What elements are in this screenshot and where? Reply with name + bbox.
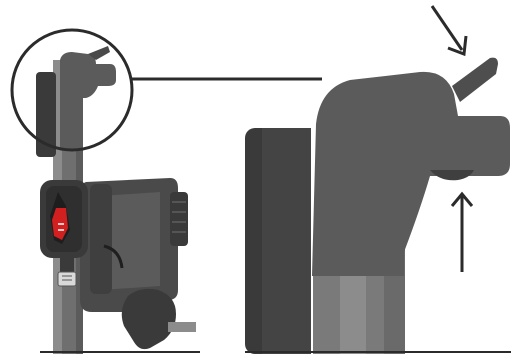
callout-circle <box>10 28 134 152</box>
mount-head-spike <box>452 57 498 102</box>
mount-head-spike-small <box>88 46 110 60</box>
spring <box>103 244 124 269</box>
arrow-down-diagonal <box>430 5 468 57</box>
clamp-body <box>80 178 178 312</box>
magnified-assembly <box>245 5 511 354</box>
mount-head <box>312 71 510 276</box>
release-bracket <box>40 180 88 258</box>
magnified-backing-plate <box>245 128 311 354</box>
mount-head-lip <box>430 170 474 181</box>
overview-assembly <box>10 28 322 354</box>
buckle <box>57 258 77 287</box>
backing-plate <box>36 72 56 157</box>
lower-lever <box>121 288 196 350</box>
arrow-up <box>450 191 474 272</box>
knob <box>170 192 188 246</box>
mount-head-small <box>60 46 116 150</box>
